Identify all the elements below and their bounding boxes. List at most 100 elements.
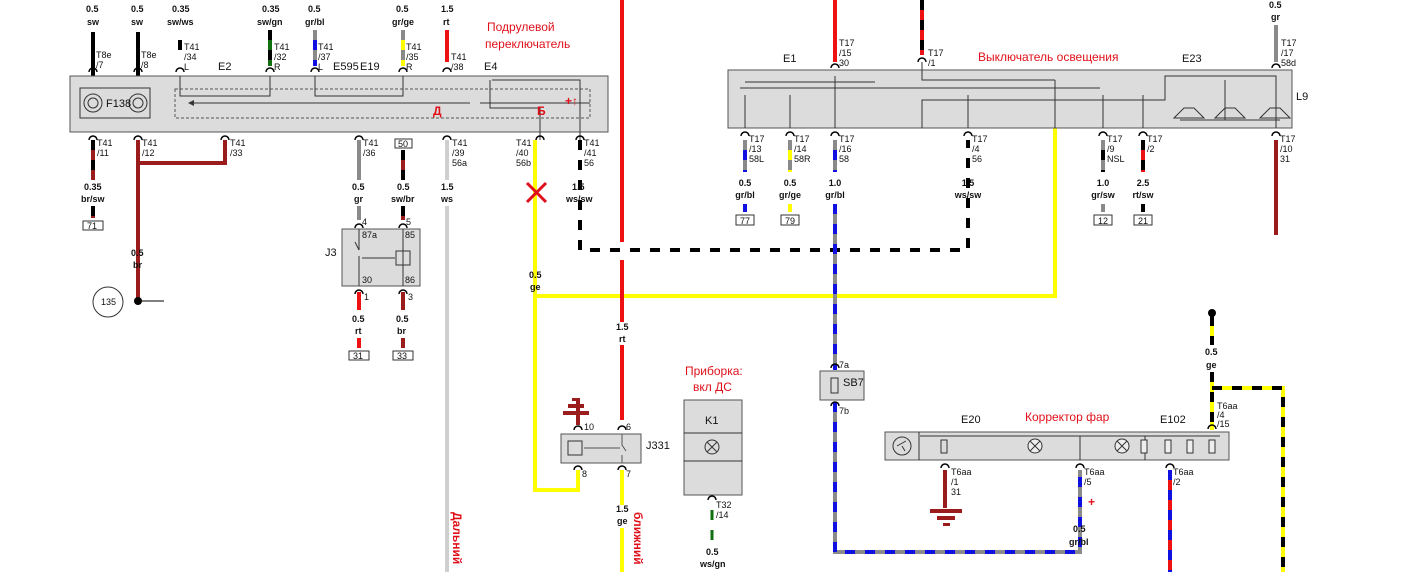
wire-color: rt (443, 17, 450, 27)
f138-contact-icon (83, 93, 103, 113)
corrector-internal-wiring (918, 432, 1220, 460)
wire-color: ge (530, 282, 541, 292)
terminal-tag-text: 79 (785, 216, 795, 226)
pin-label: 56 (584, 158, 594, 168)
pin-label: T17 (1280, 134, 1296, 144)
wire-size: 0.5 (706, 547, 719, 557)
pin-label: T41 (584, 138, 600, 148)
connector-icon (917, 57, 927, 63)
lamp-icon (1114, 438, 1130, 454)
e595-label: E595 (333, 61, 359, 73)
wire-size: 0.5 (1073, 524, 1086, 534)
wire-size: 0.5 (352, 182, 365, 192)
wire-size: 0.5 (396, 314, 409, 324)
connector-icon (220, 135, 230, 141)
pin-label: /36 (363, 148, 376, 158)
wire-size: 0.35 (84, 182, 102, 192)
wire-color: sw (131, 17, 144, 27)
potentiometer-icon (940, 439, 948, 454)
terminal-tag (394, 138, 413, 149)
sign-b: Б (537, 104, 546, 118)
connector-icon (740, 131, 750, 137)
terminal-tag-text: 33 (397, 351, 407, 361)
wire-color: br/sw (81, 194, 106, 204)
relay-j3: J3 87a 85 30 86 4 5 1 3 0.5 rt 31 0.5 br… (325, 217, 421, 361)
corrector-housing (884, 431, 1230, 461)
light-switch-title: Выключатель освещения (978, 50, 1118, 64)
headlight-corrector: E20 E102 Корректор фар T6aa /1 31 T6aa /… (884, 309, 1238, 547)
pin-label: 4 (362, 217, 367, 227)
pin-label: T17 (794, 134, 810, 144)
pin-label: T41 (184, 42, 200, 52)
wire-size: 0.5 (397, 182, 410, 192)
connector-icon (354, 289, 364, 295)
pin-label: T41 (318, 42, 334, 52)
connector-icon (354, 135, 364, 141)
fuse-sb7: SB7 7a 7b (819, 360, 865, 416)
terminal-tag (780, 214, 800, 226)
pin-label: /15 (1217, 419, 1230, 429)
wire-color: ws/sw (954, 190, 983, 200)
terminal-tag (735, 214, 755, 226)
relay-coil-icon (567, 440, 583, 456)
pin-label: /37 (318, 52, 331, 62)
terminal-tag-text: 71 (87, 221, 97, 231)
pin-label: /1 (951, 477, 959, 487)
pin-label: 31 (1280, 154, 1290, 164)
connector-icon (1271, 63, 1281, 69)
connector-icon (398, 289, 408, 295)
connector-icon (617, 425, 627, 431)
cut-cross-icon (525, 181, 548, 204)
resistor-icon (1164, 439, 1172, 454)
pin-label: 1 (364, 292, 369, 302)
wire-size: 1.5 (962, 178, 975, 188)
pin-label: /4 (972, 144, 980, 154)
light-switch-block: E1 E23 L9 Выключатель освещения T17 /15 … (727, 0, 1308, 129)
wire-ge-sw-stripe (1212, 386, 1285, 572)
e23-label: E23 (1182, 53, 1202, 65)
pin-label: /4 (1217, 410, 1225, 420)
steering-top-labels: 0.5 sw T8e /7 0.5 sw T8e /8 0.35 sw/ws T… (86, 4, 467, 72)
e4-label: E4 (484, 61, 497, 73)
wires (91, 0, 1285, 572)
light-switch-bottom-labels: T17/1358L0.5gr/bl77T17/1458R0.5gr/ge79T1… (735, 134, 1295, 226)
wire-ws-sw (578, 140, 970, 252)
connector-icon (133, 67, 143, 73)
connector-icon (785, 131, 795, 137)
wire-size: 0.5 (529, 270, 542, 280)
light-switch-housing (727, 69, 1293, 129)
pin-label: 56b (516, 158, 531, 168)
wire-size: 0.5 (131, 248, 144, 258)
terminal-tag-text: 50 (398, 139, 408, 149)
pin-label: 58 (839, 154, 849, 164)
wire-color: br (133, 260, 142, 270)
terminal-tag (392, 350, 414, 361)
pin-label: /16 (839, 144, 852, 154)
pin-label: /39 (452, 148, 465, 158)
pin-label: T17 (972, 134, 988, 144)
wire-color: ge (1206, 360, 1217, 370)
e19-label: E19 (360, 61, 380, 73)
wire-ge (535, 128, 1057, 298)
f138-contact-icon (132, 97, 144, 109)
connector-icon (1165, 463, 1175, 469)
pin-label: 7 (626, 469, 631, 479)
connector-icon (265, 67, 275, 73)
pin-label: 31 (951, 487, 961, 497)
lamp-icon (704, 439, 720, 455)
pin-label: T17 (1107, 134, 1123, 144)
cluster-title-2: вкл ДС (693, 380, 732, 394)
connector-icon (442, 67, 452, 73)
terminal-tag (1093, 214, 1113, 226)
pin-label: /2 (1147, 144, 1155, 154)
wire-ws-sw-stripe (578, 140, 970, 252)
steering-bottom-labels: T41 /11 0.35 br/sw 71 T41 /12 0.5 br 135… (81, 138, 600, 318)
terminal-tag (82, 220, 104, 231)
wire-color: gr/ge (392, 17, 414, 27)
pin-label: T8e (141, 50, 157, 60)
pin-label: 87a (362, 230, 377, 240)
connector-icon (88, 67, 98, 73)
wire-color: gr (1271, 12, 1280, 22)
wire-size: 0.5 (739, 178, 752, 188)
connector-icon (442, 135, 452, 141)
